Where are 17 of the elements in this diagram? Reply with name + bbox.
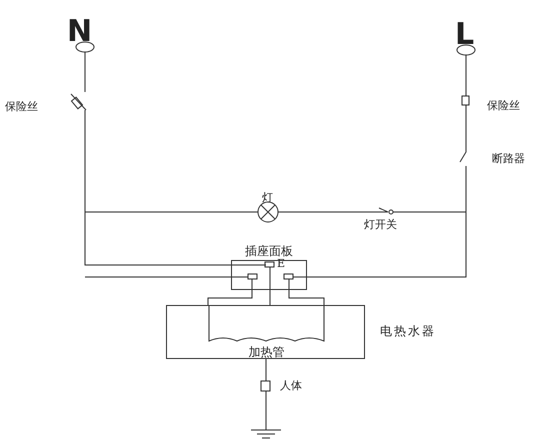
wire [208,286,252,306]
terminal-letter: L [455,20,474,50]
component-label: E [277,258,286,269]
socket-panel-title: 插座面板 [245,245,293,257]
component-label: 断路器 [492,153,525,164]
socket-panel [231,245,307,290]
terminal-letter: N [67,17,92,47]
component-label: 保险丝 [487,100,520,111]
water-heater-box [166,305,365,359]
heating-element-label: 加热管 [248,346,286,358]
component-label: 人体 [280,380,302,391]
heating-element [208,305,325,359]
appliance-label: 电热水器 [380,323,436,340]
wire [288,286,324,306]
component-label: 灯 [262,192,273,203]
component-label: 灯开关 [364,219,397,230]
component-label: 保险丝 [5,101,38,112]
